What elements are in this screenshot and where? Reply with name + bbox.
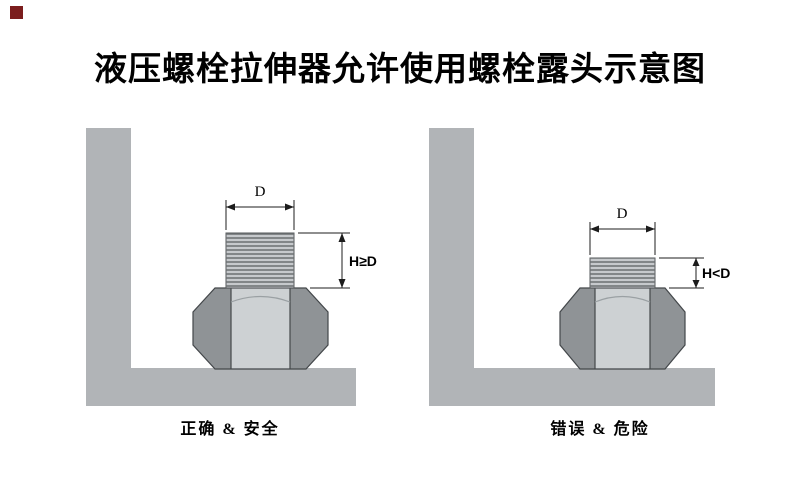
thread-stud [589, 257, 656, 289]
nut-left-facet [560, 288, 595, 369]
dim-height-label: H<D [702, 265, 730, 281]
nut-right-facet [650, 288, 685, 369]
thread-stud [225, 232, 295, 289]
caption-wrong-danger: 错误 & 危险 [550, 421, 650, 438]
flange-bracket [86, 128, 356, 406]
dim-width-label: D [617, 206, 628, 222]
corner-marker [10, 6, 23, 19]
diagram-correct: D H≥D [86, 128, 377, 406]
dimension-width: D [589, 206, 656, 255]
nut-outline [192, 287, 329, 370]
hex-nut [559, 287, 686, 370]
dim-height-label: H≥D [349, 253, 377, 269]
nut-left-facet [193, 288, 231, 369]
nut-chamfer-arc [230, 295, 291, 303]
dim-width-label: D [255, 184, 266, 200]
dimension-width: D [225, 184, 295, 230]
nut-right-facet [290, 288, 328, 369]
hex-nut [192, 287, 329, 370]
nut-center-facet [595, 288, 650, 369]
dimension-height: H≥D [298, 232, 377, 289]
nut-outline [559, 287, 686, 370]
nut-center-facet [231, 288, 290, 369]
nut-chamfer-arc [594, 295, 651, 303]
caption-correct-safe: 正确 & 安全 [180, 421, 280, 438]
dimension-height: H<D [659, 257, 730, 289]
page-title: 液压螺栓拉伸器允许使用螺栓露头示意图 [94, 50, 706, 87]
flange-bracket [429, 128, 715, 406]
diagram-wrong: D H<D [429, 128, 730, 406]
